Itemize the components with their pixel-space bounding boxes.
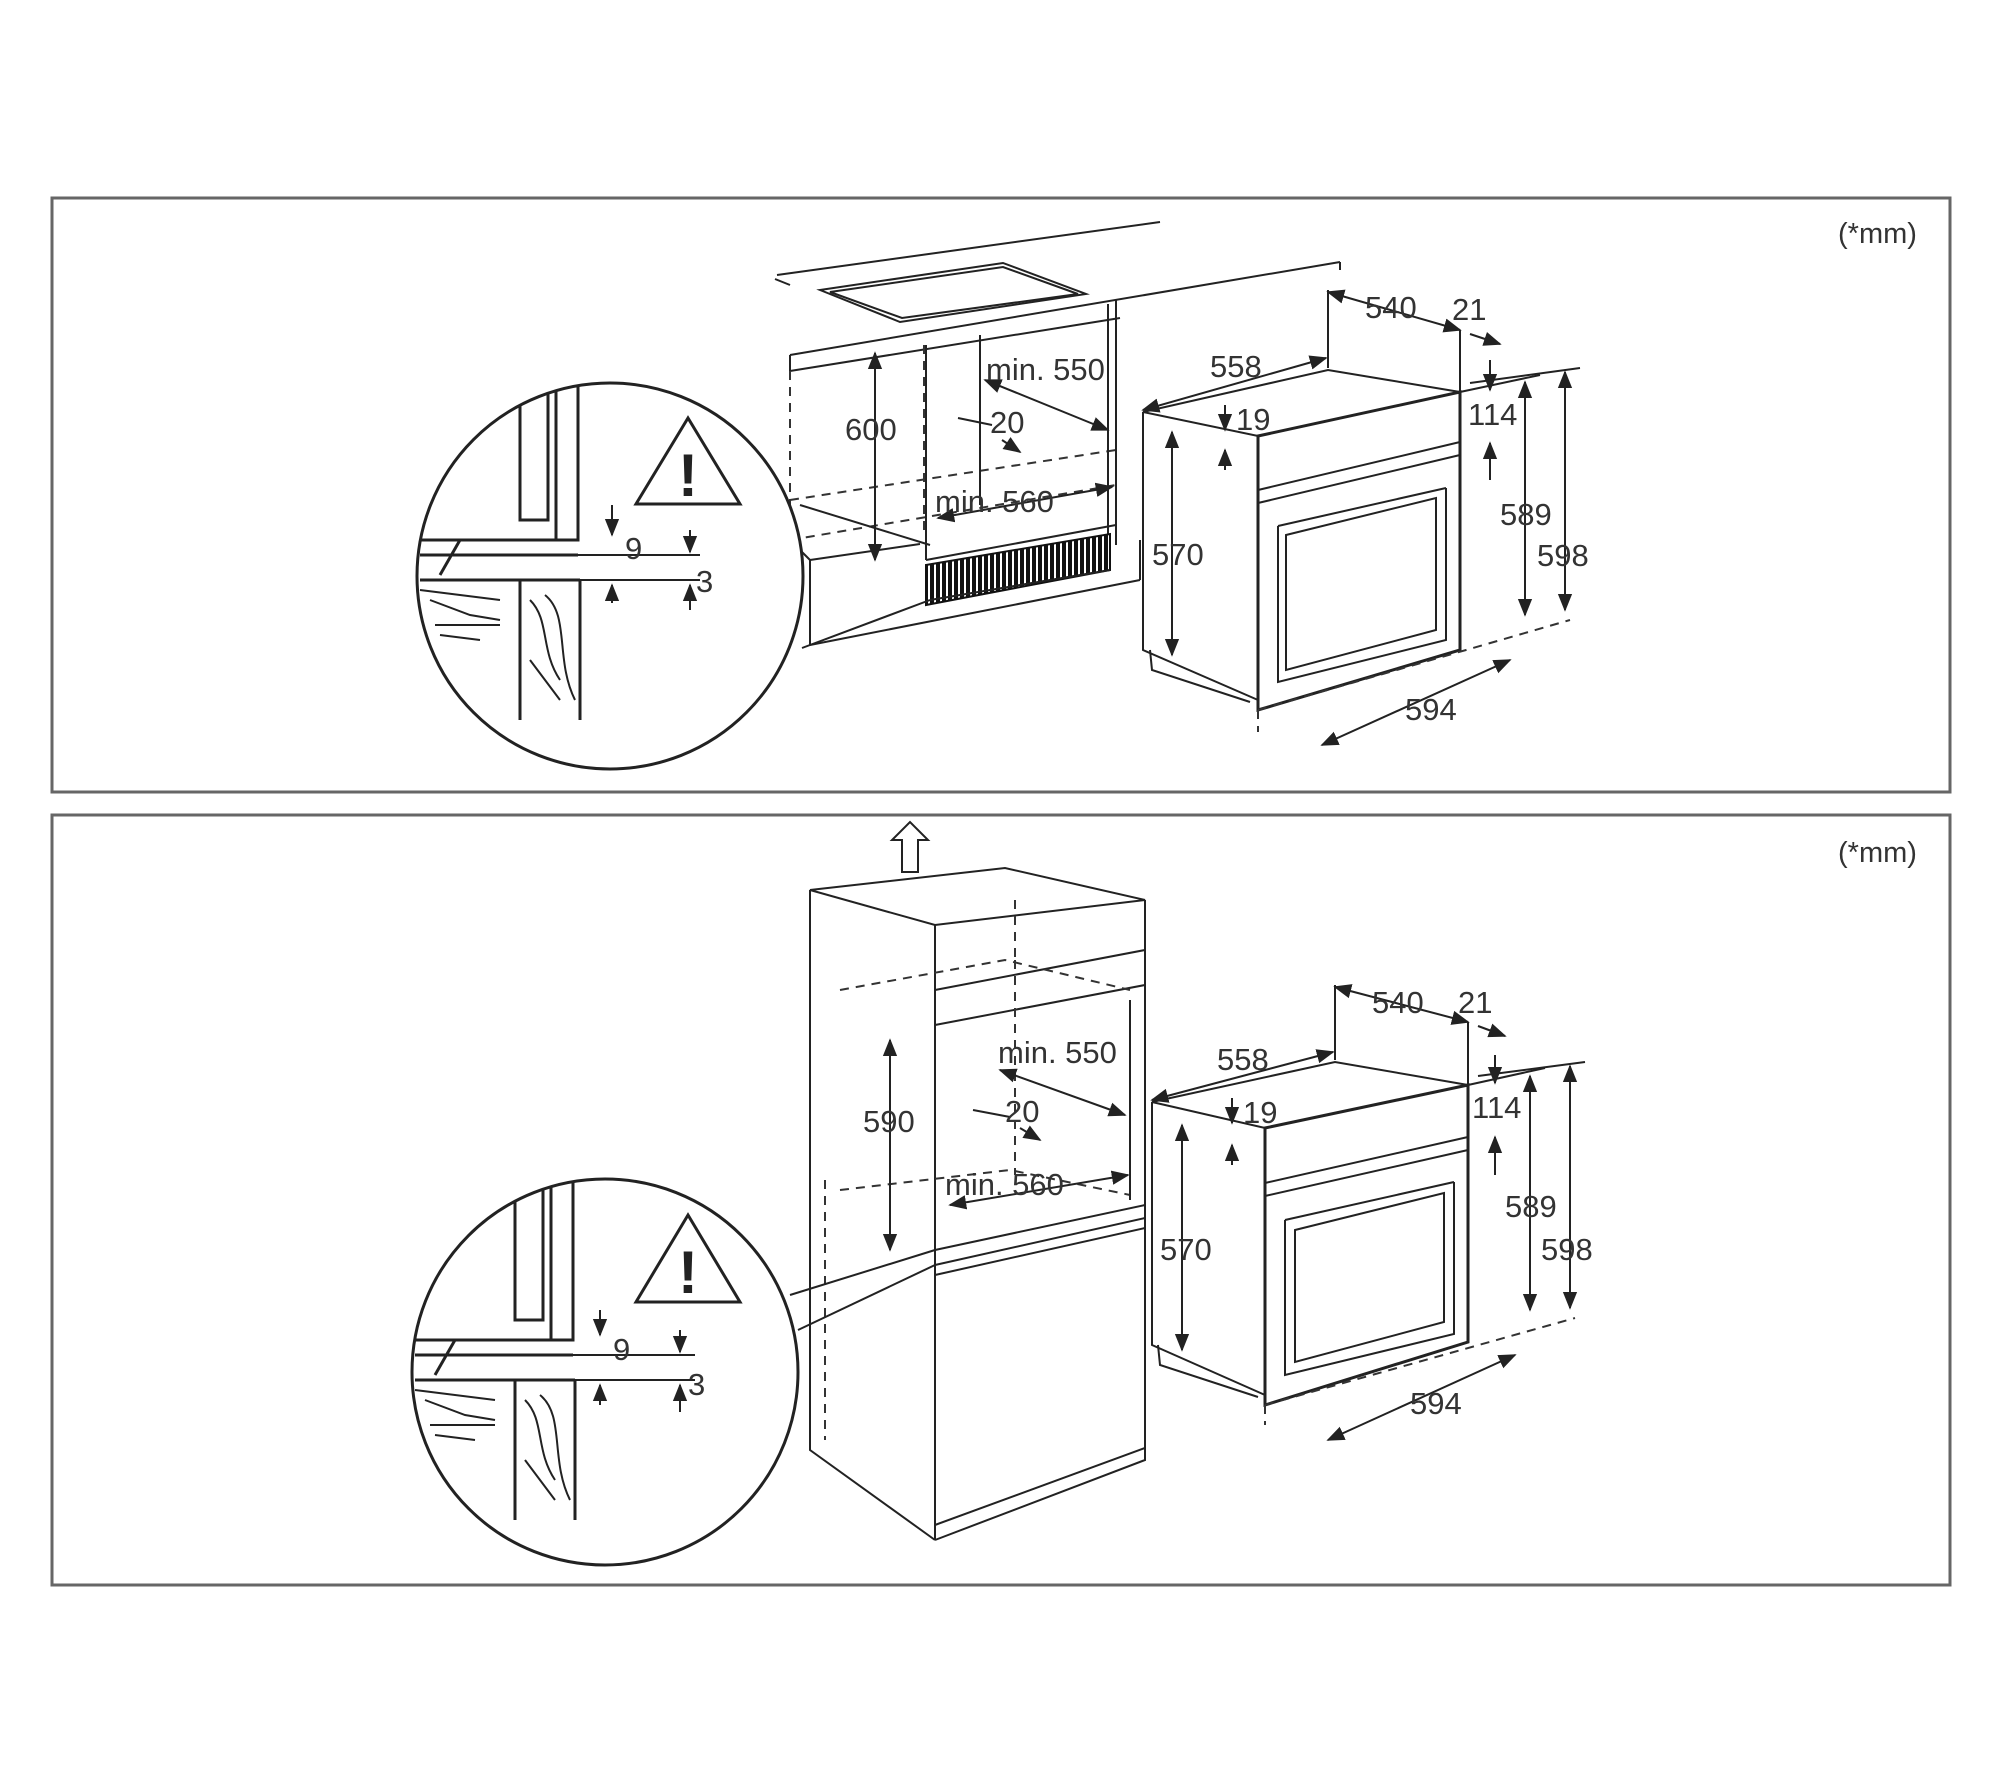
dim-oven-589: 589 [1505,1189,1557,1224]
dim-niche-gap: 20 [990,405,1024,440]
dim-oven-570: 570 [1152,537,1204,572]
warning-icon: ! [678,1239,698,1306]
detail-leader [789,1249,936,1296]
panel-under-counter: (*mm) [50,196,1952,794]
dim-niche-width: min. 560 [935,484,1054,519]
dim-detail-3: 3 [696,564,713,599]
dim-oven-598: 598 [1541,1232,1593,1267]
dim-niche-gap: 20 [1005,1094,1039,1129]
dim-oven-21: 21 [1452,292,1486,327]
tall-cabinet [809,866,1146,1541]
oven-front [1263,1083,1470,1408]
dim-oven-558: 558 [1210,349,1262,384]
panel-frame [50,813,1952,1587]
dim-oven-114: 114 [1468,397,1517,432]
oven-front [1256,390,1462,713]
dim-niche-height: 600 [845,412,897,447]
panel-frame [50,196,1952,794]
dim-oven-598: 598 [1537,538,1589,573]
dim-oven-589: 589 [1500,497,1552,532]
dim-oven-19: 19 [1236,402,1270,437]
warning-icon: ! [678,442,698,509]
ventilation-grill [925,532,1111,607]
panel-tall-cabinet: (*mm) 590 min. 55 [50,813,1952,1587]
detail-leader [799,504,931,546]
dim-detail-9: 9 [613,1332,630,1367]
dim-niche-height: 590 [863,1104,915,1139]
dim-oven-540: 540 [1372,985,1424,1020]
dim-detail-3: 3 [688,1367,705,1402]
up-arrow-icon [889,820,931,873]
dim-oven-114: 114 [1472,1090,1521,1125]
oven-dimensions: 540 21 558 19 114 570 589 598 594 [1141,289,1589,746]
dim-detail-9: 9 [625,531,642,566]
warning-triangle [633,415,743,506]
detail-magnifier: ! 9 3 [410,1177,800,1567]
oven-window [1294,1191,1445,1364]
dim-oven-540: 540 [1365,290,1417,325]
dim-oven-558: 558 [1217,1042,1269,1077]
unit-label: (*mm) [1838,218,1917,250]
countertop [774,221,1341,372]
dim-niche-width: min. 560 [945,1167,1064,1202]
dim-oven-570: 570 [1160,1232,1212,1267]
hob [816,261,1090,324]
detail-magnifier: ! 9 3 [415,381,805,771]
niche-dimensions: 590 min. 550 20 min. 560 [863,1035,1130,1252]
dim-oven-594: 594 [1410,1386,1462,1421]
dim-niche-depth: min. 550 [998,1035,1117,1070]
warning-triangle [633,1212,743,1304]
dim-niche-depth: min. 550 [986,352,1105,387]
niche-dimensions: 600 min. 550 20 min. 560 [845,351,1114,562]
oven-window [1285,496,1437,672]
dim-oven-594: 594 [1405,692,1457,727]
unit-label: (*mm) [1838,837,1917,869]
dim-oven-19: 19 [1243,1095,1277,1130]
dim-oven-21: 21 [1458,985,1492,1020]
oven-dimensions: 540 21 558 19 114 570 589 598 594 [1150,984,1593,1441]
